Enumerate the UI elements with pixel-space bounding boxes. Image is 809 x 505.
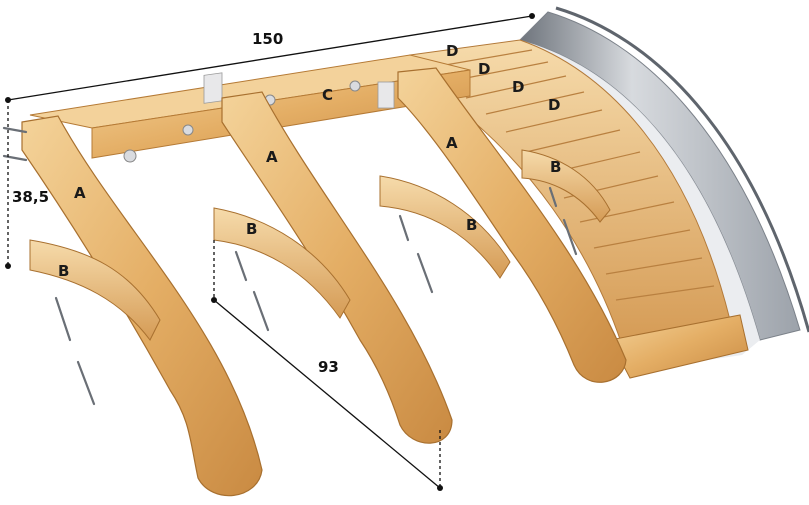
beam-label: C [322,86,333,104]
arm-label-1: A [74,184,86,202]
brace-label-3: B [466,216,477,234]
braces [29,149,611,341]
slat-label-2: D [478,60,490,78]
brace-label-4: B [550,158,561,176]
screws [2,126,578,406]
slat-label-1: D [446,42,458,60]
arm-label-2: A [266,148,278,166]
slat-label-3: D [512,78,524,96]
slat-label-4: D [548,96,560,114]
top-beam [29,54,471,163]
dimension-lines [7,15,533,489]
height-dimension-label: 38,5 [12,188,49,206]
depth-dimension-label: 93 [318,358,339,376]
brace-label-1: B [58,262,69,280]
width-dimension-label: 150 [252,30,283,48]
brace-label-2: B [246,220,257,238]
dimension-endpoints [5,13,535,491]
arm-label-3: A [446,134,458,152]
